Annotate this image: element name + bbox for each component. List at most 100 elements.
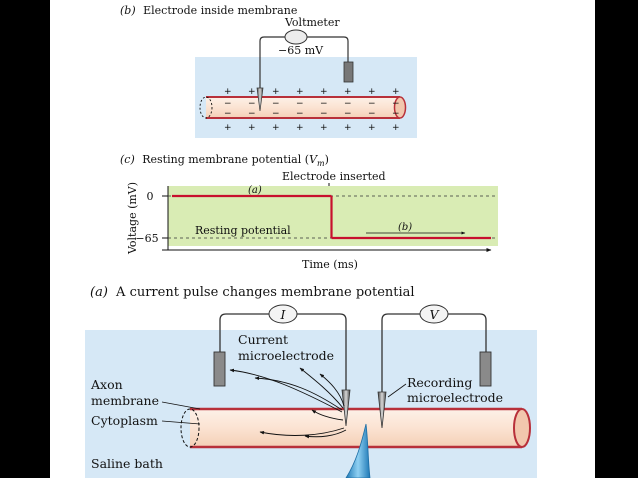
plus-sign: + bbox=[272, 123, 280, 133]
ytick-label-neg65: −65 bbox=[135, 232, 158, 245]
panel-b-needle bbox=[256, 87, 264, 112]
saline-bath bbox=[85, 330, 537, 478]
slide: (b) Electrode inside membrane Voltmeter … bbox=[50, 0, 595, 478]
current-arrow-1 bbox=[229, 368, 343, 413]
plus-sign: + bbox=[224, 123, 232, 133]
panel-b-title: Electrode inside membrane bbox=[143, 4, 297, 17]
panel-b-letter: (b) bbox=[120, 4, 136, 17]
chart-x-label: Time (ms) bbox=[302, 258, 358, 271]
panel-a-heading: (a) A current pulse changes membrane pot… bbox=[90, 285, 415, 300]
voltmeter-wire-left bbox=[259, 36, 285, 88]
plus-sign: + bbox=[248, 123, 256, 133]
plus-sign: + bbox=[296, 87, 304, 97]
panel-c: (c) Resting membrane potential (Vm) Elec… bbox=[120, 153, 498, 271]
reference-electrode bbox=[343, 61, 354, 83]
panel-a-letter: (a) bbox=[90, 285, 108, 300]
neuron-diagram: (b) Electrode inside membrane Voltmeter … bbox=[85, 4, 537, 478]
recording-microelectrode-needle bbox=[377, 391, 387, 429]
minus-sign: − bbox=[368, 99, 376, 109]
axon-right-end bbox=[513, 408, 531, 448]
current-arrow-2 bbox=[254, 376, 343, 411]
current-electrode-label-2: microelectrode bbox=[238, 348, 334, 363]
panel-b-axon-right-end bbox=[393, 96, 407, 119]
plus-sign: + bbox=[272, 87, 280, 97]
minus-sign: − bbox=[224, 99, 232, 109]
chart-y-label: Voltage (mV) bbox=[126, 182, 139, 255]
axon-left-end bbox=[180, 408, 200, 448]
current-wire-right bbox=[297, 313, 347, 390]
voltage-meter-symbol: V bbox=[429, 307, 440, 322]
recording-electrode-label-2: microelectrode bbox=[407, 390, 503, 405]
plus-sign: + bbox=[392, 123, 400, 133]
current-arrow-5 bbox=[311, 409, 344, 421]
minus-sign: − bbox=[248, 99, 256, 109]
resting-potential-label: Resting potential bbox=[195, 224, 291, 237]
minus-sign: − bbox=[392, 99, 400, 109]
panel-c-title-var: V bbox=[309, 153, 318, 166]
current-ground-electrode bbox=[213, 351, 226, 387]
minus-sign: − bbox=[272, 109, 280, 119]
panel-b-axon-left-end bbox=[199, 96, 213, 119]
saline-bath-label: Saline bath bbox=[91, 456, 163, 471]
plus-sign: + bbox=[248, 87, 256, 97]
plus-sign: + bbox=[368, 87, 376, 97]
axon-membrane-label-2: membrane bbox=[91, 393, 159, 408]
minus-sign: − bbox=[392, 109, 400, 119]
recording-label-leader bbox=[387, 383, 407, 398]
current-arrow-6 bbox=[259, 427, 345, 436]
axon-membrane-label-1: Axon bbox=[90, 377, 123, 392]
plus-sign: + bbox=[296, 123, 304, 133]
minus-sign: − bbox=[368, 109, 376, 119]
minus-sign: − bbox=[296, 109, 304, 119]
micropipette bbox=[345, 423, 371, 478]
charges-outside-top: + + + + + + + + bbox=[224, 87, 400, 97]
voltage-wire-left bbox=[381, 313, 420, 392]
panel-c-heading: (c) Resting membrane potential (Vm) bbox=[120, 153, 329, 168]
panel-a: (a) A current pulse changes membrane pot… bbox=[85, 285, 537, 478]
voltmeter-reading: −65 mV bbox=[278, 44, 324, 57]
plus-sign: + bbox=[344, 87, 352, 97]
series-a-label: (a) bbox=[248, 185, 262, 196]
current-wire-left bbox=[219, 313, 269, 352]
minus-sign: − bbox=[248, 109, 256, 119]
panel-b-axon bbox=[206, 97, 400, 118]
plus-sign: + bbox=[368, 123, 376, 133]
charges-inside-top: − − − − − − − − bbox=[224, 99, 400, 109]
minus-sign: − bbox=[320, 99, 328, 109]
panel-b-heading: (b) Electrode inside membrane bbox=[120, 4, 297, 17]
panel-c-title-sub: m bbox=[317, 159, 325, 168]
recording-electrode-label-1: Recording bbox=[407, 375, 472, 390]
voltmeter-label: Voltmeter bbox=[284, 16, 340, 29]
panel-c-letter: (c) bbox=[120, 153, 135, 166]
panel-b: (b) Electrode inside membrane Voltmeter … bbox=[120, 4, 417, 138]
minus-sign: − bbox=[272, 99, 280, 109]
series-b-label: (b) bbox=[398, 222, 412, 233]
minus-sign: − bbox=[344, 109, 352, 119]
axon-body bbox=[190, 409, 522, 447]
current-arrow-4 bbox=[319, 373, 345, 407]
voltmeter-wire-right bbox=[307, 36, 349, 62]
axon-label-leader bbox=[161, 401, 201, 410]
current-electrode-label-1: Current bbox=[238, 332, 288, 347]
panel-c-title-close: ) bbox=[325, 153, 329, 166]
cytoplasm-label-leader bbox=[161, 420, 201, 425]
voltmeter-icon bbox=[284, 29, 308, 45]
current-microelectrode-needle bbox=[341, 389, 351, 427]
charges-outside-bottom: + + + + + + + + bbox=[224, 123, 400, 133]
panel-a-title: A current pulse changes membrane potenti… bbox=[115, 285, 415, 300]
electrode-inserted-label: Electrode inserted bbox=[282, 170, 386, 183]
plus-sign: + bbox=[320, 87, 328, 97]
current-meter-symbol: I bbox=[280, 307, 287, 322]
minus-sign: − bbox=[320, 109, 328, 119]
minus-sign: − bbox=[224, 109, 232, 119]
current-arrow-7 bbox=[304, 429, 347, 439]
plus-sign: + bbox=[224, 87, 232, 97]
current-arrow-3 bbox=[299, 367, 344, 409]
charges-inside-bottom: − − − − − − − − bbox=[224, 109, 400, 119]
plus-sign: + bbox=[344, 123, 352, 133]
panel-c-title: Resting membrane potential ( bbox=[142, 153, 309, 166]
minus-sign: − bbox=[296, 99, 304, 109]
recording-ground-electrode bbox=[479, 351, 492, 387]
plus-sign: + bbox=[392, 87, 400, 97]
plus-sign: + bbox=[320, 123, 328, 133]
